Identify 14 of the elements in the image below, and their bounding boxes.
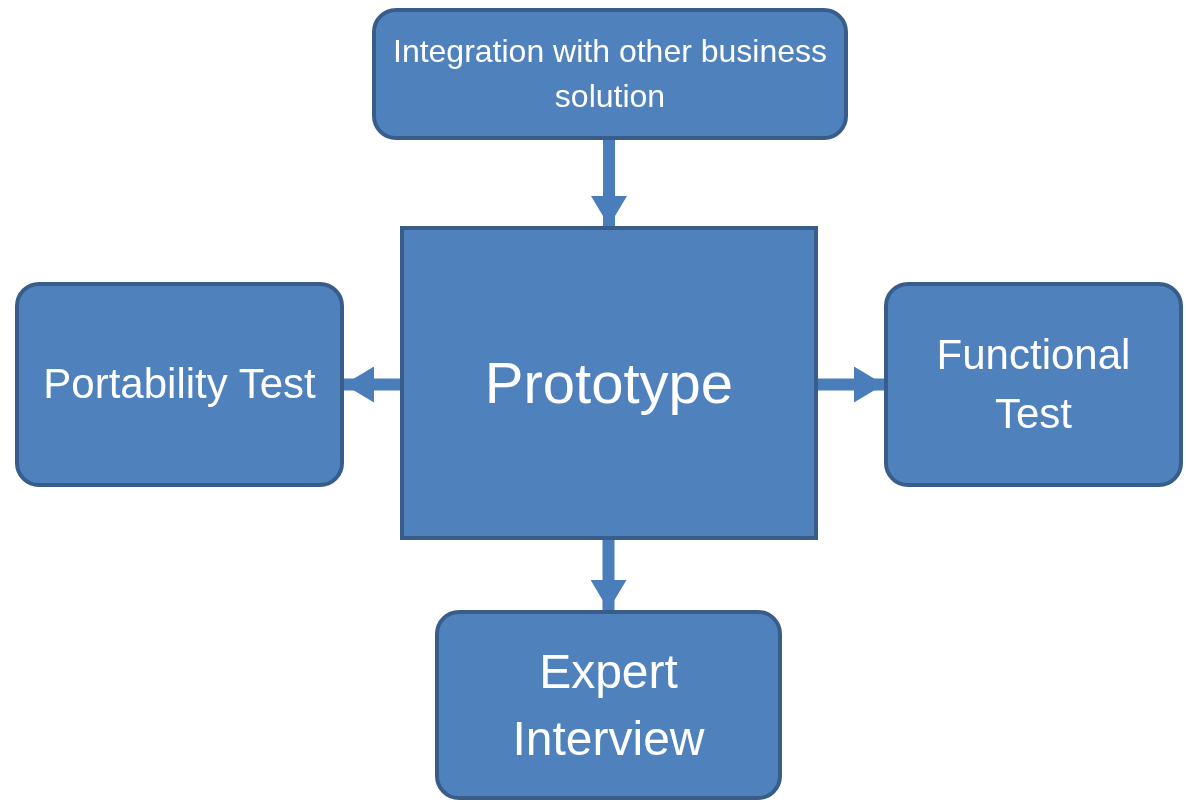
- process-box: [15, 282, 344, 487]
- process-box: [435, 610, 782, 800]
- process-box: [884, 282, 1183, 487]
- box-label: Prototype: [484, 349, 734, 418]
- process-box: [372, 8, 848, 140]
- arrow: [590, 540, 627, 610]
- box-label: Expert Interview: [511, 643, 706, 767]
- box-label: Integration with other business solution: [392, 32, 828, 116]
- box-label: Portability Test: [43, 359, 316, 410]
- arrow: [591, 140, 627, 226]
- arrow: [344, 366, 400, 403]
- process-box: [400, 226, 818, 540]
- arrow: [818, 366, 884, 403]
- box-label: Functional Test: [935, 329, 1132, 439]
